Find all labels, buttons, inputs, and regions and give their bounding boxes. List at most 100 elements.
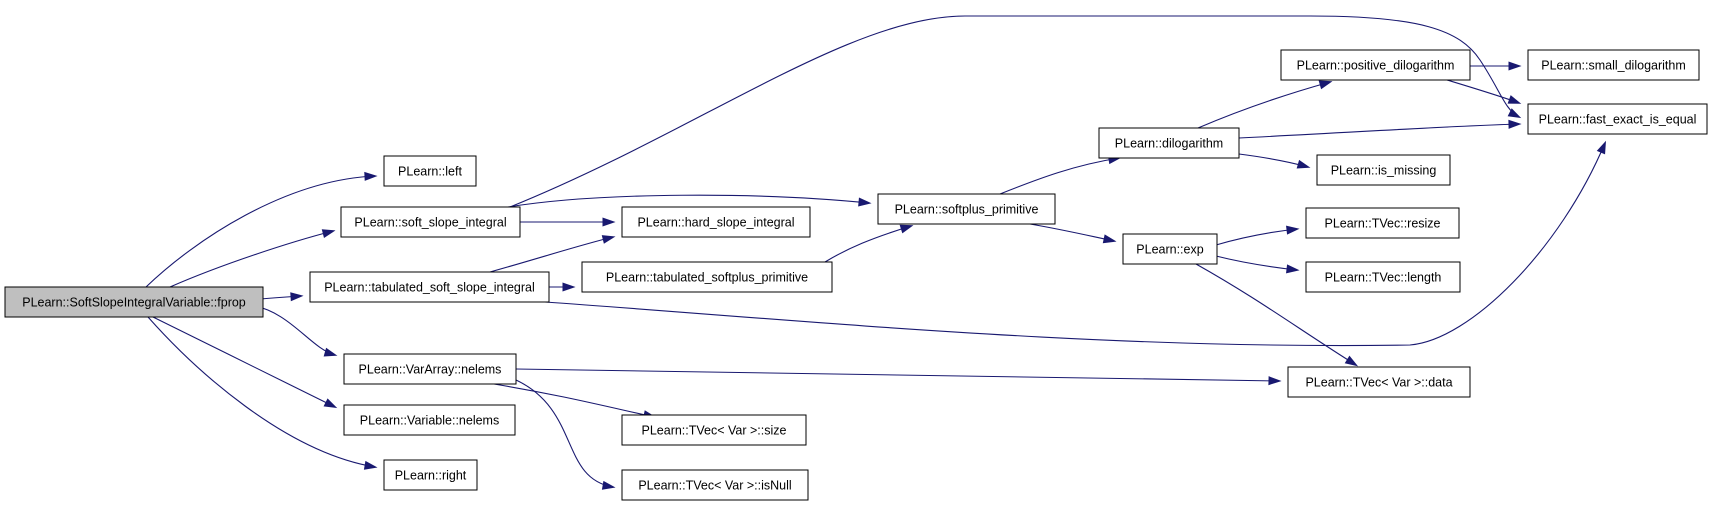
node-soft-slope-integral[interactable]: PLearn::soft_slope_integral: [340, 206, 521, 238]
node-positive-dilogarithm[interactable]: PLearn::positive_dilogarithm: [1280, 49, 1471, 81]
node-label: PLearn::exp: [1136, 243, 1203, 257]
edge-fprop-to-soft-slope-integral: [169, 229, 336, 288]
edge-line: [1195, 263, 1357, 366]
edge-arrowhead: [1102, 234, 1117, 244]
node-tvec-length[interactable]: PLearn::TVec::length: [1305, 261, 1461, 293]
node-left[interactable]: PLearn::left: [383, 155, 477, 187]
edge-varray-nelems-to-tvec-var-isnull: [515, 379, 616, 490]
node-box: [621, 206, 811, 238]
node-box: [877, 193, 1056, 225]
edge-arrowhead: [1268, 376, 1282, 386]
edge-fprop-to-right: [147, 316, 378, 470]
edge-line: [147, 316, 376, 468]
edge-line: [1197, 81, 1331, 129]
node-small-dilogarithm[interactable]: PLearn::small_dilogarithm: [1527, 49, 1700, 81]
edge-line: [1238, 123, 1520, 139]
node-label: PLearn::TVec< Var >::data: [1305, 376, 1452, 390]
node-label: PLearn::TVec< Var >::isNull: [638, 479, 791, 493]
node-box: [1527, 49, 1700, 81]
edge-arrowhead: [321, 229, 336, 239]
edge-line: [1215, 255, 1298, 271]
edge-arrowhead: [601, 480, 616, 490]
edge-line: [544, 142, 1606, 347]
node-label: PLearn::SoftSlopeIntegralVariable::fprop: [22, 296, 246, 310]
edge-arrowhead: [1344, 355, 1359, 367]
edge-arrowhead: [1286, 225, 1300, 235]
node-label: PLearn::hard_slope_integral: [637, 216, 794, 230]
node-tvec-var-data[interactable]: PLearn::TVec< Var >::data: [1287, 366, 1471, 398]
node-varray-nelems[interactable]: PLearn::VarArray::nelems: [343, 353, 517, 385]
node-box: [621, 414, 807, 446]
node-is-missing[interactable]: PLearn::is_missing: [1316, 154, 1451, 186]
node-label: PLearn::VarArray::nelems: [359, 363, 502, 377]
edge-line: [145, 175, 376, 288]
call-graph-nodes: PLearn::SoftSlopeIntegralVariable::fprop…: [4, 49, 1708, 501]
edge-dilogarithm-to-is-missing: [1238, 153, 1311, 169]
edge-exp-to-tvec-var-data: [1195, 263, 1359, 367]
node-right[interactable]: PLearn::right: [383, 459, 478, 491]
edge-arrowhead: [562, 282, 576, 292]
node-label: PLearn::TVec::resize: [1324, 217, 1440, 231]
node-label: PLearn::soft_slope_integral: [354, 216, 506, 230]
edge-dilogarithm-to-positive-dilogarithm: [1197, 80, 1333, 129]
edge-soft-slope-integral-to-softplus-primitive: [507, 194, 872, 208]
node-box: [1527, 103, 1708, 135]
node-box: [340, 206, 521, 238]
edge-fprop-to-left: [145, 171, 378, 288]
edge-line: [1215, 228, 1298, 246]
edge-arrowhead: [1596, 140, 1606, 155]
edge-arrowhead: [602, 217, 616, 227]
edge-line: [493, 383, 655, 418]
edge-line: [1029, 223, 1115, 242]
node-fast-exact-is-equal[interactable]: PLearn::fast_exact_is_equal: [1527, 103, 1708, 135]
edge-arrowhead: [899, 224, 914, 234]
node-variable-nelems[interactable]: PLearn::Variable::nelems: [343, 404, 516, 436]
edge-line: [1446, 79, 1520, 104]
edge-arrowhead: [858, 197, 872, 207]
edge-arrowhead: [1507, 108, 1522, 119]
node-exp[interactable]: PLearn::exp: [1122, 233, 1218, 265]
node-fprop[interactable]: PLearn::SoftSlopeIntegralVariable::fprop: [4, 286, 264, 318]
node-label: PLearn::tabulated_soft_slope_integral: [324, 281, 535, 295]
edge-exp-to-tvec-length: [1215, 255, 1300, 274]
node-hard-slope-integral[interactable]: PLearn::hard_slope_integral: [621, 206, 811, 238]
edge-arrowhead: [1318, 80, 1333, 90]
node-label: PLearn::dilogarithm: [1115, 137, 1223, 151]
node-label: PLearn::TVec::length: [1325, 271, 1442, 285]
node-label: PLearn::right: [395, 469, 467, 483]
edge-arrowhead: [1296, 159, 1311, 169]
node-dilogarithm[interactable]: PLearn::dilogarithm: [1098, 127, 1240, 159]
node-tabulated-soft-slope-integral[interactable]: PLearn::tabulated_soft_slope_integral: [309, 271, 550, 303]
node-box: [343, 404, 516, 436]
node-softplus-primitive[interactable]: PLearn::softplus_primitive: [877, 193, 1056, 225]
node-tvec-var-size[interactable]: PLearn::TVec< Var >::size: [621, 414, 807, 446]
edge-dilogarithm-to-fast-exact-is-equal: [1238, 119, 1522, 139]
edge-tabulated-soft-slope-integral-to-hard-slope-integral: [489, 235, 616, 273]
node-tabulated-softplus-primitive[interactable]: PLearn::tabulated_softplus_primitive: [581, 261, 833, 293]
edge-softplus-primitive-to-exp: [1029, 223, 1117, 244]
node-tvec-var-isnull[interactable]: PLearn::TVec< Var >::isNull: [621, 469, 809, 501]
edge-arrowhead: [363, 460, 378, 470]
node-box: [1122, 233, 1218, 265]
node-label: PLearn::is_missing: [1331, 164, 1437, 178]
edge-arrowhead: [1508, 61, 1522, 71]
node-box: [581, 261, 833, 293]
edge-line: [515, 368, 1280, 382]
edge-arrowhead: [1508, 119, 1522, 129]
edge-line: [507, 194, 870, 208]
edge-soft-slope-integral-to-fast-exact-is-equal: [509, 15, 1522, 208]
node-box: [1280, 49, 1471, 81]
node-box: [1305, 207, 1460, 239]
node-label: PLearn::TVec< Var >::size: [642, 424, 787, 438]
edge-tabulated-softplus-primitive-to-softplus-primitive: [824, 224, 914, 263]
edge-arrowhead: [1286, 264, 1300, 274]
edge-tabulated-soft-slope-integral-to-tabulated-softplus-primitive: [549, 282, 576, 292]
edge-arrowhead: [290, 292, 304, 302]
node-label: PLearn::tabulated_softplus_primitive: [606, 271, 808, 285]
node-box: [621, 469, 809, 501]
node-box: [4, 286, 264, 318]
node-box: [1287, 366, 1471, 398]
node-tvec-resize[interactable]: PLearn::TVec::resize: [1305, 207, 1460, 239]
call-graph-edges: [145, 15, 1606, 490]
